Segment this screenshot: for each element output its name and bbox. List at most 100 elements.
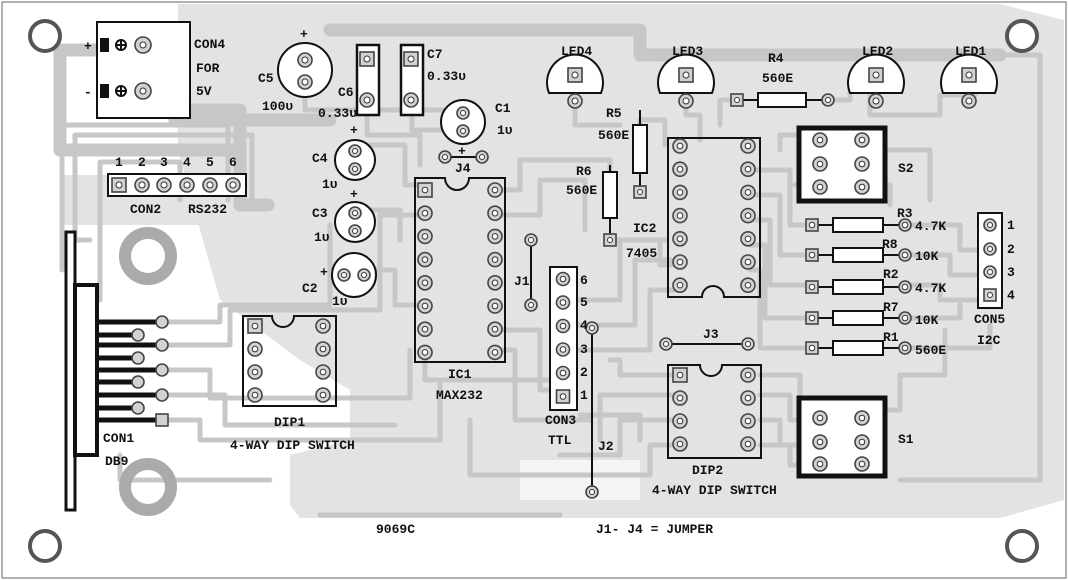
con5-pin-2: 2 xyxy=(1007,242,1015,257)
drill-hole xyxy=(491,349,499,356)
led2-label: LED2 xyxy=(862,44,893,59)
c3-capacitor xyxy=(334,201,376,243)
s2-label: S2 xyxy=(898,161,914,176)
mount-hole-bl xyxy=(28,529,62,563)
drill-hole xyxy=(858,414,866,422)
r3-value: 4.7K xyxy=(915,219,946,234)
r4-label: R4 xyxy=(768,51,784,66)
resistor-body xyxy=(832,279,884,295)
con4-plus-label: + xyxy=(84,39,92,54)
drill-hole xyxy=(559,299,567,306)
con3-pin-5: 5 xyxy=(580,295,588,310)
drill-hole xyxy=(744,165,752,173)
drill-hole xyxy=(319,368,327,376)
drill-hole xyxy=(808,283,816,291)
db9-label: DB9 xyxy=(105,454,129,469)
dip1-label: DIP1 xyxy=(274,415,305,430)
dip2-desc: 4-WAY DIP SWITCH xyxy=(652,483,777,498)
c5-label: C5 xyxy=(258,71,274,86)
led4 xyxy=(546,53,604,109)
con4-power-connector xyxy=(96,21,191,119)
drill-hole xyxy=(559,369,567,377)
con3-pin-4: 4 xyxy=(580,318,588,333)
drill-hole xyxy=(901,314,909,322)
drill-hole xyxy=(744,189,752,196)
drill-hole xyxy=(676,394,684,402)
db9-mount-hole-bottom xyxy=(119,458,177,516)
drill-hole xyxy=(744,417,752,425)
c4-plus-label: + xyxy=(350,123,358,138)
con5-pin-3: 3 xyxy=(1007,265,1015,280)
max232-label: MAX232 xyxy=(436,388,483,403)
drill-hole xyxy=(744,142,752,150)
r8-value: 10K xyxy=(915,249,939,264)
c1-value: 1υ xyxy=(497,123,513,138)
drill-hole xyxy=(676,189,684,196)
drill-hole xyxy=(491,256,499,263)
drill-hole xyxy=(901,221,909,229)
drill-hole xyxy=(251,322,259,330)
drill-hole xyxy=(744,212,752,219)
drill-hole xyxy=(319,322,327,330)
drill-hole xyxy=(251,368,259,376)
drill-hole xyxy=(559,275,567,283)
con3-pin-1: 1 xyxy=(580,388,588,403)
c1-plus-label: + xyxy=(458,144,466,159)
c6-label: C6 xyxy=(338,85,354,100)
drill-hole xyxy=(808,251,816,259)
c5-plus-label: + xyxy=(300,27,308,42)
dip2-switch xyxy=(667,364,762,459)
drill-hole xyxy=(491,209,499,217)
con1-db9-connector xyxy=(64,227,177,516)
drill-hole xyxy=(744,258,752,266)
drill-hole xyxy=(421,302,429,310)
c2-label: C2 xyxy=(302,281,318,296)
r2-label: R2 xyxy=(883,267,899,282)
s2-switch xyxy=(796,125,888,204)
drill-hole xyxy=(421,279,429,287)
c4-capacitor xyxy=(334,139,376,181)
drill-hole xyxy=(251,345,259,353)
drill-hole xyxy=(676,371,684,379)
drill-hole xyxy=(676,440,684,448)
drill-hole xyxy=(901,283,909,291)
drill-hole xyxy=(816,414,824,422)
c7-capacitor xyxy=(399,43,425,117)
con2-pin-4: 4 xyxy=(183,155,191,170)
drill-hole xyxy=(319,345,327,353)
c2-plus-label: + xyxy=(320,265,328,280)
drill-hole xyxy=(808,314,816,322)
ic2-value: 7405 xyxy=(626,246,657,261)
con2-pin-1: 1 xyxy=(115,155,123,170)
c4-value: 1υ xyxy=(322,177,338,192)
drill-hole xyxy=(808,221,816,229)
ic1-label: IC1 xyxy=(448,367,472,382)
c6-capacitor xyxy=(355,43,381,117)
drill-hole xyxy=(491,233,499,240)
r1-label: R1 xyxy=(883,330,899,345)
drill-hole xyxy=(421,256,429,263)
con3-label: CON3 xyxy=(545,413,576,428)
drill-hole xyxy=(676,235,684,243)
con2-pin-3: 3 xyxy=(160,155,168,170)
drill-hole xyxy=(744,235,752,243)
led1 xyxy=(940,53,998,109)
drill-hole xyxy=(816,183,824,191)
drill-hole xyxy=(816,460,824,468)
drill-hole xyxy=(858,136,866,144)
drill-hole xyxy=(421,186,429,194)
c1-capacitor xyxy=(440,99,486,145)
c3-value: 1υ xyxy=(314,230,330,245)
r2-value: 4.7K xyxy=(915,281,946,296)
drill-hole xyxy=(251,391,259,399)
c6-value: 0.33υ xyxy=(318,106,357,121)
drill-hole xyxy=(744,394,752,402)
drill-hole xyxy=(858,160,866,168)
drill-hole xyxy=(319,391,327,399)
con5-label: CON5 xyxy=(974,312,1005,327)
mount-hole-tl xyxy=(28,19,62,53)
drill-hole xyxy=(858,460,866,468)
drill-hole xyxy=(421,233,429,240)
r1-value: 560E xyxy=(915,343,946,358)
dip1-desc: 4-WAY DIP SWITCH xyxy=(230,438,355,453)
